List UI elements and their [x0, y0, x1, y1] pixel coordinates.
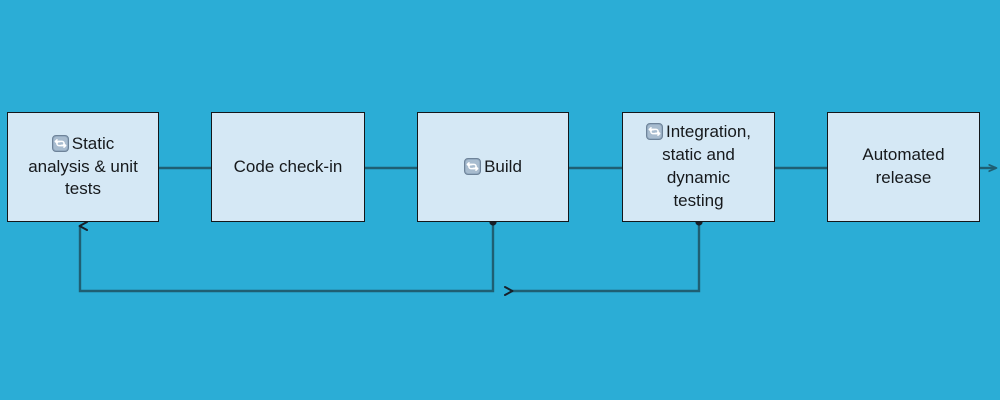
- node-build[interactable]: Build: [417, 112, 569, 222]
- node-label-text: Automated release: [862, 145, 945, 187]
- node-code-check-in[interactable]: Code check-in: [211, 112, 365, 222]
- node-label: Build: [464, 156, 522, 179]
- node-label: Integration, static and dynamic testing: [645, 121, 752, 212]
- node-label-text: Code check-in: [233, 156, 343, 176]
- node-label-text: Static analysis & unit tests: [28, 133, 138, 199]
- node-label-text: Integration, static and dynamic testing: [662, 122, 752, 210]
- node-integration-static-dynamic-testing[interactable]: Integration, static and dynamic testing: [622, 112, 775, 222]
- node-label-text: Build: [484, 156, 522, 176]
- node-label: Static analysis & unit tests: [28, 133, 138, 201]
- edge-build-feedback-to-static: [78, 218, 497, 293]
- repeat-sync-icon: [464, 157, 482, 175]
- node-automated-release[interactable]: Automated release: [827, 112, 980, 222]
- node-label: Code check-in: [234, 156, 343, 179]
- repeat-sync-icon: [51, 134, 69, 152]
- repeat-sync-icon: [645, 123, 663, 141]
- edge-integration-feedback-to-build: [504, 218, 703, 296]
- node-static-analysis-unit-tests[interactable]: Static analysis & unit tests: [7, 112, 159, 222]
- node-label: Automated release: [862, 144, 944, 190]
